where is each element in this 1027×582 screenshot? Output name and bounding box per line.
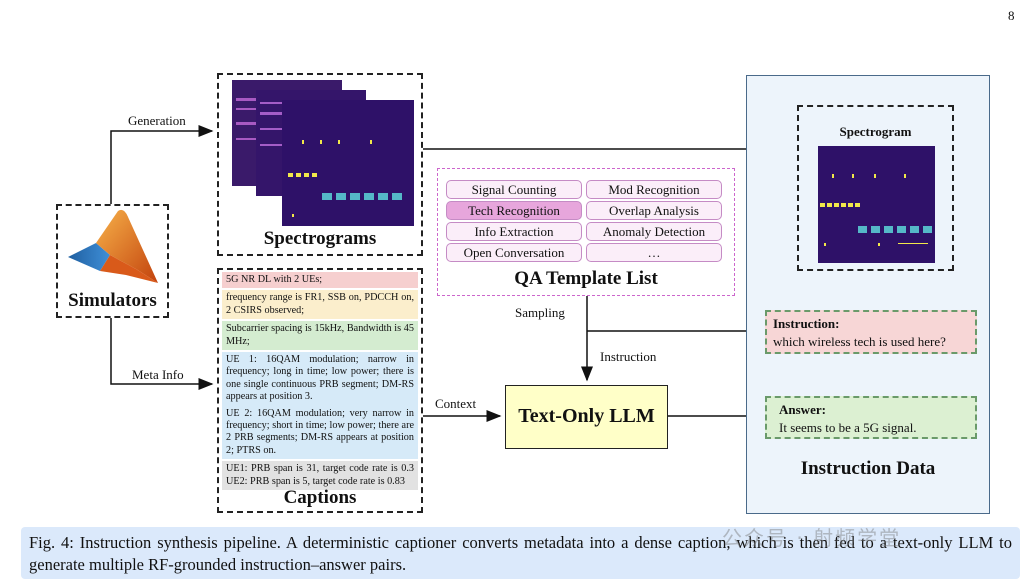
instruction-output-label: Instruction: bbox=[773, 316, 840, 331]
caption-item: UE 2: 16QAM modulation; very narrow in f… bbox=[222, 405, 418, 460]
caption-item: UE 1: 16QAM modulation; narrow in freque… bbox=[222, 352, 418, 406]
sampling-label: Sampling bbox=[515, 305, 565, 320]
captions-box: 5G NR DL with 2 UEs; frequency range is … bbox=[217, 268, 423, 513]
template-item: Info Extraction bbox=[446, 222, 582, 241]
matlab-logo-icon bbox=[68, 209, 158, 283]
template-item: Mod Recognition bbox=[586, 180, 722, 199]
simulators-title: Simulators bbox=[68, 290, 157, 311]
output-spectrogram-box bbox=[797, 105, 954, 271]
spectrograms-box bbox=[217, 73, 423, 256]
answer-output-box: Answer: It seems to be a 5G signal. bbox=[765, 396, 977, 439]
text-only-llm-box: Text-Only LLM bbox=[505, 385, 668, 449]
qa-template-box: Signal Counting Mod Recognition Tech Rec… bbox=[437, 168, 735, 296]
instruction-data-title: Instruction Data bbox=[800, 458, 936, 479]
figure-caption: Fig. 4: Instruction synthesis pipeline. … bbox=[21, 527, 1020, 579]
meta-info-arrow bbox=[110, 318, 214, 390]
caption-item: Subcarrier spacing is 15kHz, Bandwidth i… bbox=[222, 321, 418, 351]
context-label: Context bbox=[435, 396, 477, 411]
output-spectrogram-title: Spectrogram bbox=[839, 124, 912, 139]
caption-item: UE1: PRB span is 31, target code rate is… bbox=[222, 461, 418, 491]
simulators-box bbox=[56, 204, 169, 318]
output-spectrogram-image bbox=[818, 146, 935, 263]
template-item: Open Conversation bbox=[446, 243, 582, 262]
spectrograms-title: Spectrograms bbox=[263, 228, 377, 249]
instruction-output-box: Instruction: which wireless tech is used… bbox=[765, 310, 977, 354]
template-item: Signal Counting bbox=[446, 180, 582, 199]
captions-title: Captions bbox=[283, 487, 357, 508]
answer-output-text: It seems to be a 5G signal. bbox=[779, 420, 917, 435]
template-item-highlighted: Tech Recognition bbox=[446, 201, 582, 220]
generation-arrow bbox=[110, 125, 214, 204]
watermark: 公众号 · 射频学堂 bbox=[722, 526, 902, 550]
template-item: Anomaly Detection bbox=[586, 222, 722, 241]
template-item: … bbox=[586, 243, 722, 262]
caption-item: frequency range is FR1, SSB on, PDCCH on… bbox=[222, 290, 418, 320]
generation-label: Generation bbox=[128, 113, 186, 128]
answer-output-label: Answer: bbox=[779, 402, 826, 417]
qa-template-title: QA Template List bbox=[514, 268, 658, 289]
meta-info-label: Meta Info bbox=[132, 367, 184, 382]
instruction-output-text: which wireless tech is used here? bbox=[773, 334, 946, 349]
page-number: 8 bbox=[1008, 8, 1015, 23]
caption-item: 5G NR DL with 2 UEs; bbox=[222, 272, 418, 289]
template-item: Overlap Analysis bbox=[586, 201, 722, 220]
instruction-edge-label: Instruction bbox=[600, 349, 657, 364]
spectrogram-stack bbox=[232, 80, 414, 226]
